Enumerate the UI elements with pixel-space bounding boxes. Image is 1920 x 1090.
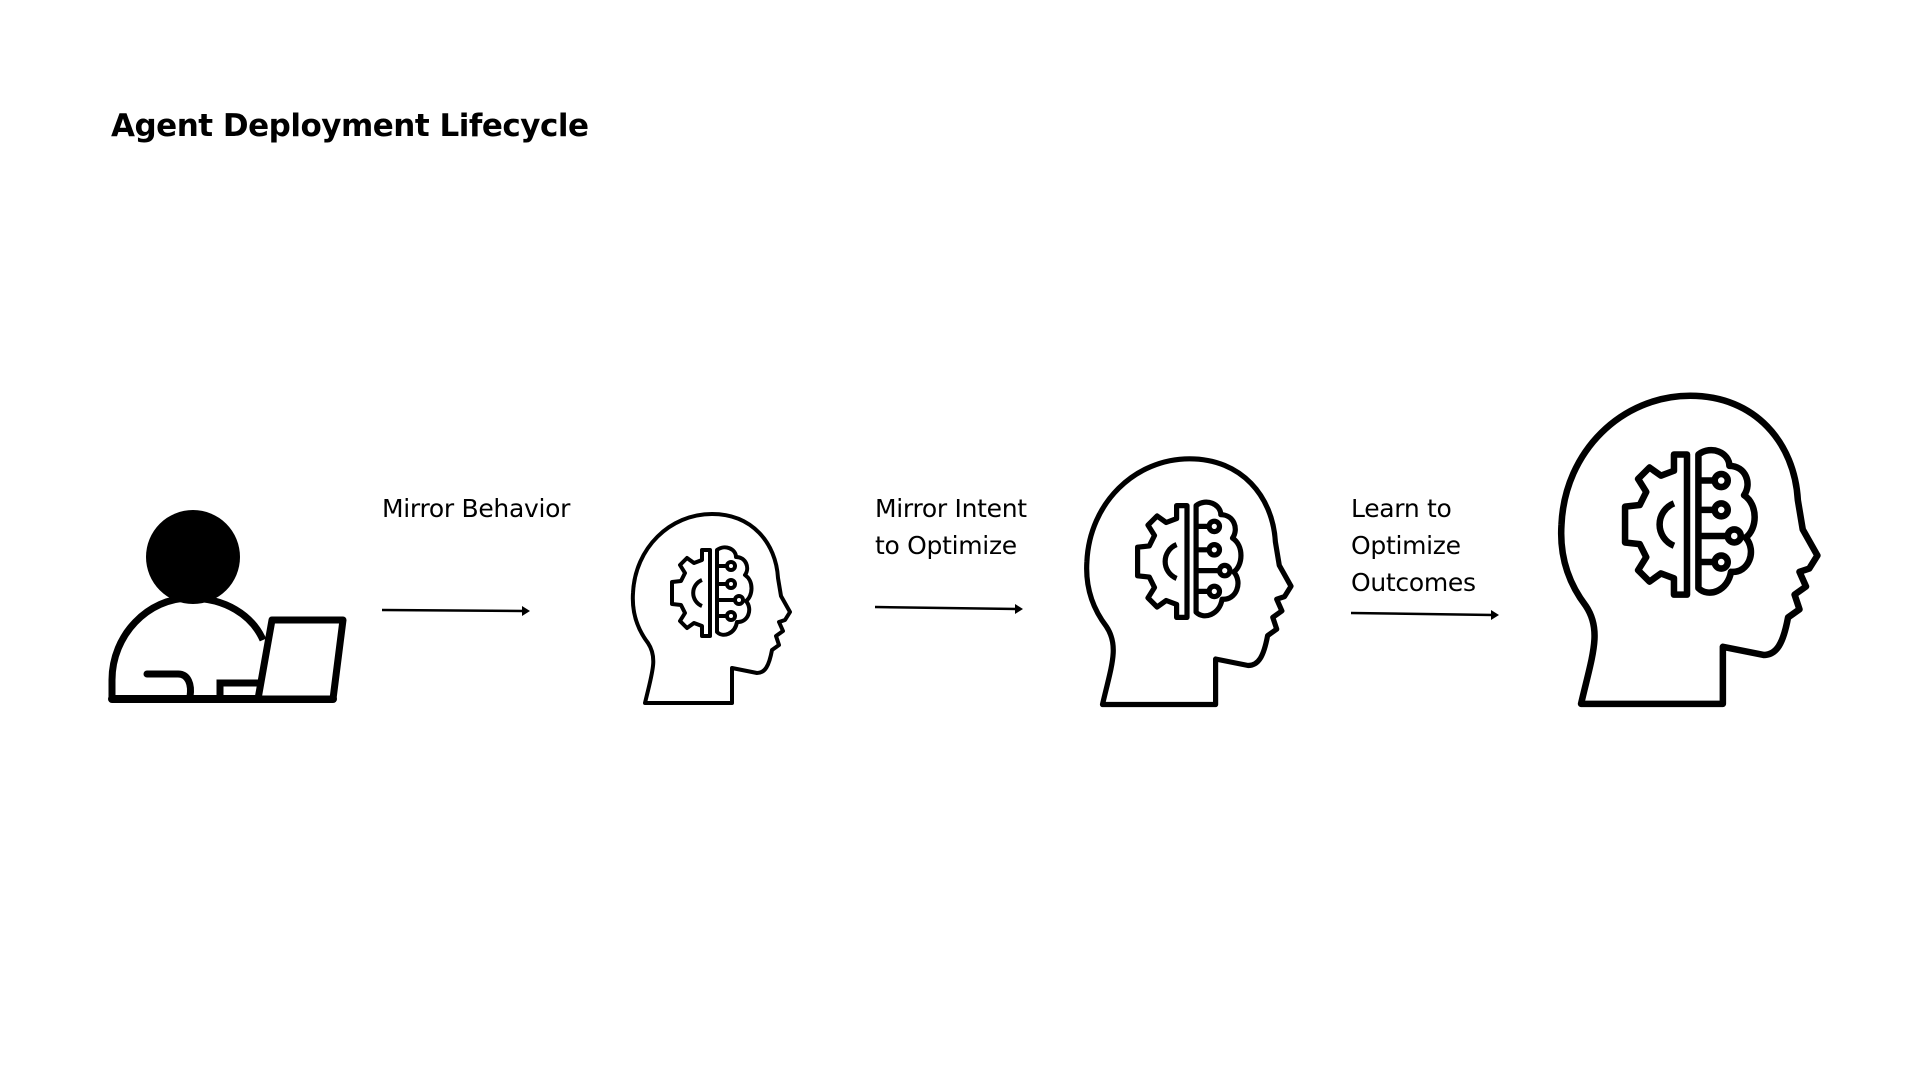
label-line: Learn to [1351, 494, 1452, 523]
arrow-right-icon [381, 606, 530, 616]
page-title: Agent Deployment Lifecycle [111, 108, 589, 144]
step-label-mirror-behavior: Mirror Behavior [382, 490, 570, 527]
ai-head-icon [630, 512, 792, 705]
ai-head-icon [1083, 451, 1291, 711]
arrow-right-icon [1350, 610, 1499, 620]
arrow-right-icon [874, 604, 1023, 614]
step-label-learn-to-optimize: Learn to Optimize Outcomes [1351, 490, 1476, 601]
label-line: Optimize [1351, 531, 1461, 560]
label-line: Outcomes [1351, 568, 1476, 597]
label-line: Mirror Intent [875, 494, 1027, 523]
label-line: to Optimize [875, 531, 1017, 560]
step-label-mirror-intent: Mirror Intent to Optimize [875, 490, 1027, 564]
ai-head-icon [1556, 386, 1818, 712]
label-line: Mirror Behavior [382, 494, 571, 523]
person-at-laptop-icon [108, 510, 347, 703]
